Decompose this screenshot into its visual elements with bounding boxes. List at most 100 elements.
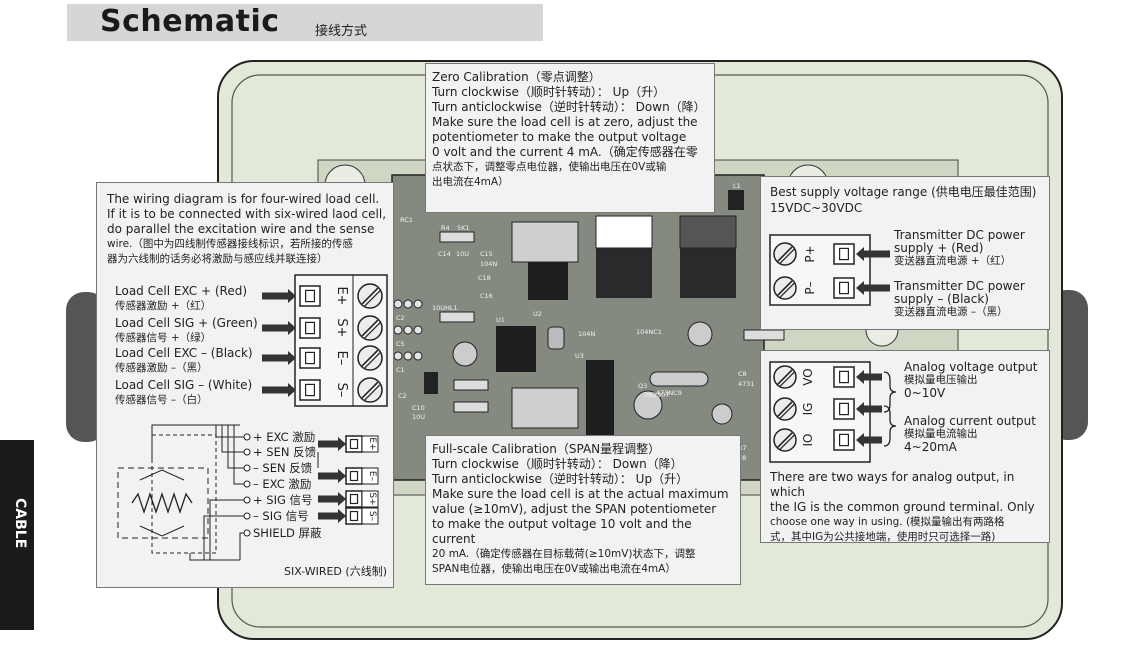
power-clamp-inner <box>838 281 849 295</box>
pcb-label: 104N <box>578 330 595 338</box>
regulator-2-tab <box>679 215 737 249</box>
zero-cal-line: Turn anticlockwise（逆时针转动）： Down（降） <box>432 100 706 114</box>
pcb-label: E8 <box>738 454 746 462</box>
loadcell-screw-slot <box>361 319 379 337</box>
power-screw-slot <box>777 280 793 296</box>
bridge-top <box>139 469 185 481</box>
power-range: 15VDC~30VDC <box>770 201 863 215</box>
six-wire-label: + SIG 信号 <box>253 493 313 507</box>
page-subtitle: 接线方式 <box>315 24 368 39</box>
six-wire-pin-label: S+ <box>367 492 377 505</box>
zero-cal-title: Zero Calibration（零点调整） <box>432 70 601 84</box>
six-wire-line <box>233 425 244 485</box>
analog-arrow-ig-head <box>856 402 864 416</box>
six-wire-sig-bottom <box>189 553 240 561</box>
wiring-note: The wiring diagram is for four-wired loa… <box>107 192 391 267</box>
analog-screw-slot <box>777 401 793 417</box>
loadcell-pin-label: E+ <box>334 286 349 305</box>
analog-voltage-range: 0~10V <box>904 386 946 400</box>
span-calibration-panel: Full-scale Calibration（SPAN量程调整） Turn cl… <box>425 435 741 585</box>
analog-screw-slot <box>779 403 795 419</box>
six-wire-pin-label: E– <box>367 471 377 482</box>
six-wire-clamp-inner <box>349 493 359 505</box>
analog-current-cn: 模拟量电流输出 <box>904 428 978 440</box>
six-wire-pin-box <box>361 435 379 453</box>
pot-small <box>452 341 478 367</box>
power-minus-en: Transmitter DC power <box>894 279 1025 293</box>
span-cal-title: Full-scale Calibration（SPAN量程调整） <box>432 442 661 456</box>
wiring-note-line: If it is to be connected with six-wired … <box>107 207 387 221</box>
wiring-note-line: wire.（图中为四线制传感器接线标识，若所接的传感 <box>107 238 353 250</box>
six-wire-pin-label: E+ <box>367 437 377 450</box>
analog-arrow-io-head <box>856 433 864 447</box>
side-tab: CABLE <box>0 440 34 630</box>
power-screw-slot <box>779 282 795 298</box>
pcb-label: L1 <box>733 182 741 190</box>
six-wire-node <box>243 464 251 472</box>
pcb-label: U1 <box>496 316 505 324</box>
six-wire-arrow-head <box>338 492 346 506</box>
loadcell-terminal-label: Load Cell SIG + (Green) <box>115 316 258 330</box>
six-wire-arrow-head <box>338 437 346 451</box>
span-cal-line: value (≥10mV), adjust the SPAN potentiom… <box>432 502 717 516</box>
regulator-1-tab <box>595 215 653 249</box>
six-wire-label: SHIELD 屏蔽 <box>253 526 322 540</box>
power-arrow <box>864 250 890 258</box>
zero-potentiometer <box>511 221 579 263</box>
loadcell-screw-slot <box>364 384 381 401</box>
pcb-label: C2 <box>398 392 407 400</box>
six-wire-shield-box <box>151 434 217 554</box>
pad-row-left <box>393 299 423 361</box>
loadcell-terminal-cn: 传感器信号 –（白） <box>115 393 208 406</box>
analog-note-line: the IG is the common ground terminal. On… <box>770 500 1035 514</box>
span-cal-line: SPAN电位器，使输出电压在0V或输出电流在4mA） <box>432 563 676 575</box>
six-wire-line <box>203 515 244 560</box>
loadcell-screw-slot <box>364 322 381 339</box>
title-bar <box>67 4 543 41</box>
pcb-label: C1 <box>396 366 405 374</box>
bridge-zigzag <box>131 491 193 515</box>
pcb-label: R4 <box>441 224 450 232</box>
six-wire-pin-label: S– <box>367 511 377 522</box>
six-wire-line <box>215 425 244 438</box>
analog-note: There are two ways for analog output, in… <box>770 470 1046 545</box>
pcb-label: 104N <box>480 260 497 268</box>
loadcell-screw-slot <box>361 381 379 399</box>
pcb-label: 5K1 <box>457 224 470 232</box>
loadcell-arrow <box>262 354 288 362</box>
analog-screw-slot <box>777 432 793 448</box>
loadcell-pin-label: S+ <box>334 318 349 337</box>
pcb-label: 10UHL1 <box>432 304 458 312</box>
resistor-4 <box>743 329 785 341</box>
loadcell-arrow <box>262 386 288 394</box>
six-wire-arrow <box>318 472 338 480</box>
wiring-note-line: 器为六线制的话务必将激励与感应线并联连接） <box>107 253 328 265</box>
analog-note-line: 式，其中IG为公共接地端，使用时只可选择一路) <box>770 531 996 543</box>
six-wire-sensor-box <box>117 467 209 539</box>
power-minus-en: supply – (Black) <box>894 292 989 306</box>
diode-1 <box>424 372 438 394</box>
pcb-label: 2N2907 <box>644 391 670 399</box>
six-wire-line <box>209 499 244 560</box>
zero-cal-line: 0 volt and the current 4 mA.（确定传感器在零 <box>432 145 698 159</box>
six-wire-node <box>243 496 251 504</box>
loadcell-arrow-head <box>288 289 296 303</box>
loadcell-terminal-label: Load Cell SIG – (White) <box>115 378 252 392</box>
pcb-label: R7 <box>738 444 747 452</box>
power-minus-cn: 变送器直流电源 –（黑） <box>894 306 1008 318</box>
loadcell-arrow-head <box>288 383 296 397</box>
loadcell-terminal-label: Load Cell EXC – (Black) <box>115 346 253 360</box>
six-wire-label: – SIG 信号 <box>253 509 309 523</box>
loadcell-arrow-head <box>288 321 296 335</box>
crystal <box>547 326 565 350</box>
loadcell-clamp-inner <box>305 289 316 303</box>
chip-u2 <box>528 262 568 300</box>
six-wire-label: – EXC 激励 <box>253 477 311 491</box>
pcb-label: 104NC1 <box>636 328 662 336</box>
analog-arrow-io <box>864 436 882 444</box>
analog-brace-voltage <box>883 371 897 413</box>
analog-screw-slot <box>777 369 793 385</box>
pcb-label: C8 <box>738 370 747 378</box>
loadcell-pin-label: S– <box>334 383 349 398</box>
power-arrow-head <box>856 281 864 295</box>
